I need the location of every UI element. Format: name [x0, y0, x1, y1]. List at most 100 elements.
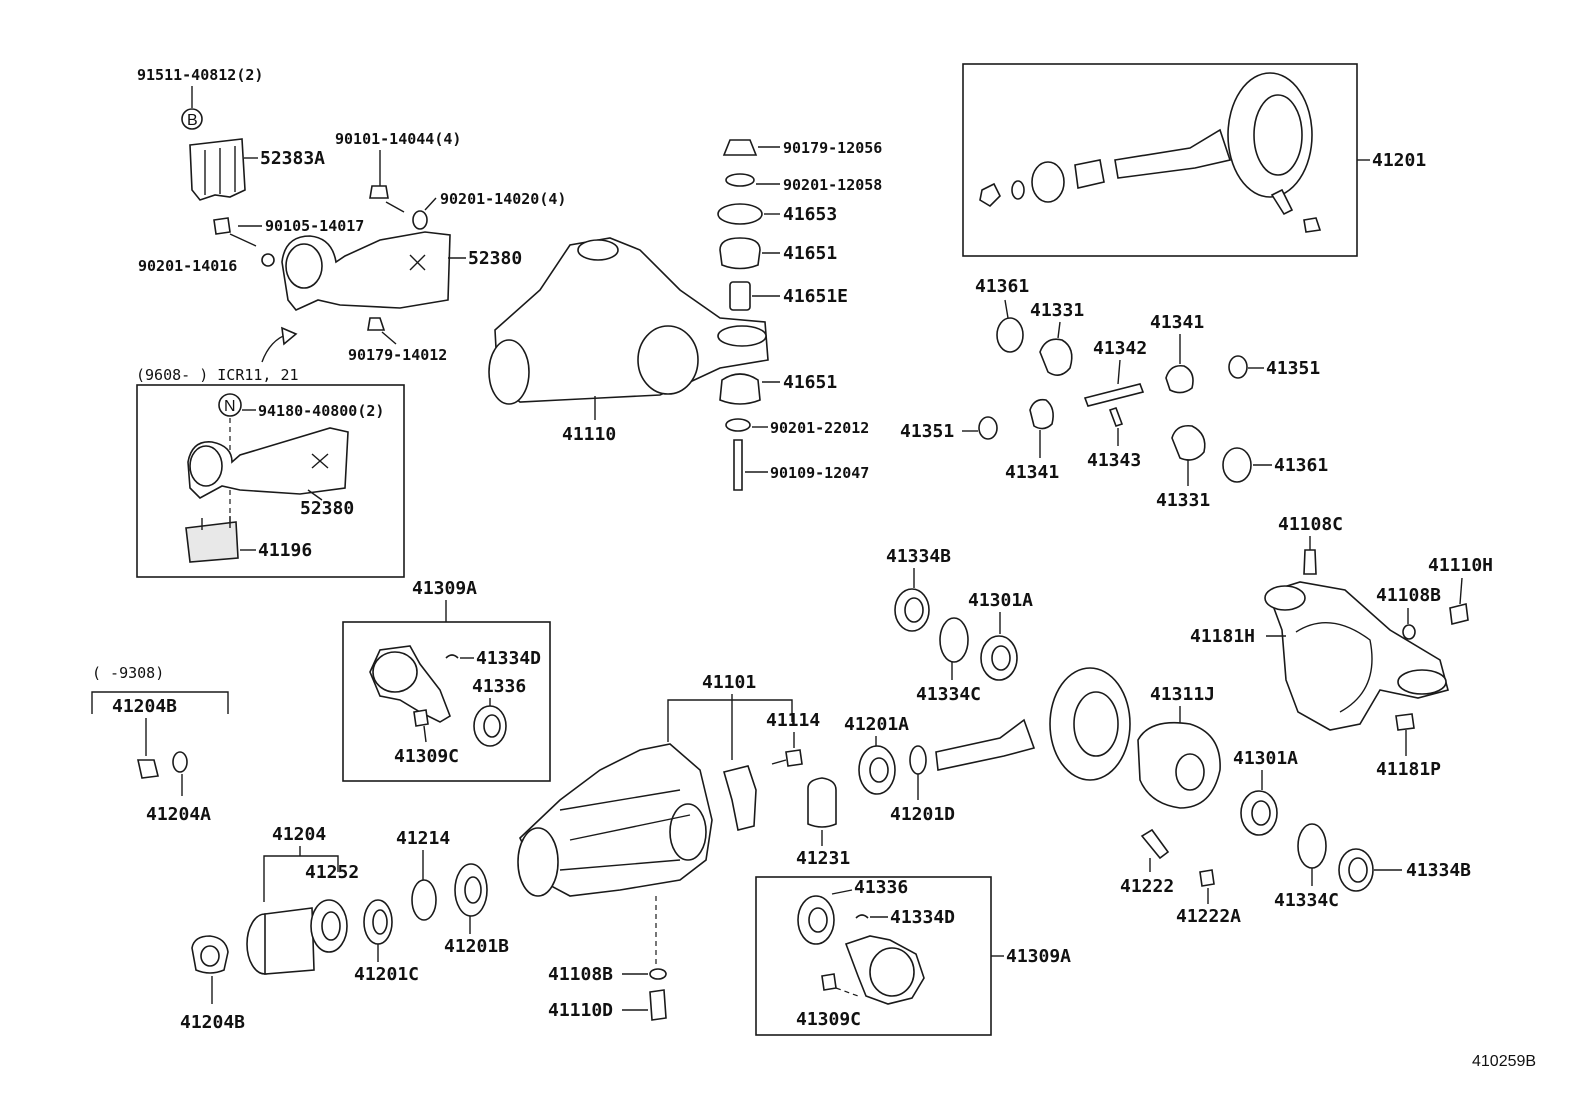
- label-41309a-bot[interactable]: 41309A: [1006, 946, 1071, 967]
- pinion-41341-b[interactable]: [1029, 398, 1054, 430]
- carrier-41101[interactable]: [519, 743, 713, 897]
- label-41201c[interactable]: 41201C: [354, 964, 419, 985]
- label-41201[interactable]: 41201: [1372, 150, 1426, 171]
- label-41331-b[interactable]: 41331: [1156, 490, 1210, 511]
- label-41108b-r[interactable]: 41108B: [1376, 585, 1441, 606]
- label-90201-12058[interactable]: 90201-12058: [783, 176, 882, 194]
- bolt-41181p[interactable]: [1395, 713, 1415, 731]
- label-41301a-bot[interactable]: 41301A: [1233, 748, 1298, 769]
- cushion-41651-top[interactable]: [719, 237, 761, 270]
- race-41334c-top[interactable]: [939, 617, 969, 663]
- bolt-90101[interactable]: [369, 185, 389, 199]
- label-90105[interactable]: 90105-14017: [265, 217, 364, 235]
- clip-41334d-bot[interactable]: [855, 914, 869, 919]
- bolt-90109[interactable]: [733, 439, 743, 491]
- label-41331-a[interactable]: 41331: [1030, 300, 1084, 321]
- label-41108b-bot[interactable]: 41108B: [548, 964, 613, 985]
- plug-41110h[interactable]: [1449, 603, 1469, 625]
- side-gear-41331-b[interactable]: [1171, 424, 1206, 461]
- label-41651-top[interactable]: 41651: [783, 243, 837, 264]
- washer-90201-22012[interactable]: [725, 418, 751, 432]
- sleeve-41651e[interactable]: [729, 281, 751, 311]
- label-52380-box[interactable]: 52380: [300, 498, 354, 519]
- label-90201-14016[interactable]: 90201-14016: [138, 257, 237, 275]
- label-41351-l[interactable]: 41351: [900, 421, 954, 442]
- pinion-41341-a[interactable]: [1165, 364, 1194, 394]
- spacer-41231[interactable]: [807, 777, 837, 828]
- label-41201b[interactable]: 41201B: [444, 936, 509, 957]
- label-94180[interactable]: 94180-40800(2): [258, 402, 384, 420]
- label-41301a-top[interactable]: 41301A: [968, 590, 1033, 611]
- washer-41201d[interactable]: [909, 745, 927, 775]
- bolt-41309c-bot[interactable]: [821, 973, 837, 991]
- label-41110[interactable]: 41110: [562, 424, 616, 445]
- label-41201d[interactable]: 41201D: [890, 804, 955, 825]
- label-41309c-bot[interactable]: 41309C: [796, 1009, 861, 1030]
- label-41204[interactable]: 41204: [272, 824, 326, 845]
- label-41214[interactable]: 41214: [396, 828, 450, 849]
- label-41653[interactable]: 41653: [783, 204, 837, 225]
- label-41252[interactable]: 41252: [305, 862, 359, 883]
- washer-90201-14016[interactable]: [261, 253, 275, 267]
- label-41101[interactable]: 41101: [702, 672, 756, 693]
- label-41181p[interactable]: 41181P: [1376, 759, 1441, 780]
- label-41309a-top[interactable]: 41309A: [412, 578, 477, 599]
- nut-41204b-top[interactable]: [137, 759, 159, 779]
- cover-41181h[interactable]: [1266, 581, 1449, 731]
- washer-90201-12058[interactable]: [725, 173, 755, 187]
- label-41334c-bot[interactable]: 41334C: [1274, 890, 1339, 911]
- pin-41222a[interactable]: [1199, 869, 1215, 887]
- label-41334d-top[interactable]: 41334D: [476, 648, 541, 669]
- washer-41361-a[interactable]: [996, 317, 1024, 353]
- label-41334b-bot[interactable]: 41334B: [1406, 860, 1471, 881]
- bolt-41309c-top[interactable]: [413, 709, 429, 727]
- label-41222[interactable]: 41222: [1120, 876, 1174, 897]
- race-41334c-bot[interactable]: [1297, 823, 1327, 869]
- washer-90201-14020[interactable]: [412, 210, 428, 230]
- bearing-cap-41101[interactable]: [723, 765, 757, 831]
- gasket-41108b-r[interactable]: [1402, 624, 1416, 640]
- washer-41351-l[interactable]: [978, 416, 998, 440]
- label-41334c-top[interactable]: 41334C: [916, 684, 981, 705]
- label-41309c-top[interactable]: 41309C: [394, 746, 459, 767]
- bracket-52380[interactable]: [281, 231, 451, 311]
- plug-41108c[interactable]: [1303, 549, 1317, 575]
- label-41351-r[interactable]: 41351: [1266, 358, 1320, 379]
- label-41334b-top[interactable]: 41334B: [886, 546, 951, 567]
- bolt-90105[interactable]: [213, 217, 231, 235]
- plug-41110d[interactable]: [649, 989, 667, 1021]
- nut-90179-14012[interactable]: [367, 317, 386, 331]
- label-90179-12056[interactable]: 90179-12056: [783, 139, 882, 157]
- washer-41361-b[interactable]: [1222, 447, 1252, 483]
- label-41361-a[interactable]: 41361: [975, 276, 1029, 297]
- label-90101[interactable]: 90101-14044(4): [335, 130, 461, 148]
- mount-41196[interactable]: [185, 521, 239, 563]
- label-90109[interactable]: 90109-12047: [770, 464, 869, 482]
- label-41204b-top[interactable]: 41204B: [112, 696, 177, 717]
- label-91511[interactable]: 91511-40812(2): [137, 66, 263, 84]
- label-41231[interactable]: 41231: [796, 848, 850, 869]
- side-gear-41331-a[interactable]: [1039, 338, 1073, 376]
- label-41341-b[interactable]: 41341: [1005, 462, 1059, 483]
- label-41361-b[interactable]: 41361: [1274, 455, 1328, 476]
- label-41110h[interactable]: 41110H: [1428, 555, 1493, 576]
- label-41222a[interactable]: 41222A: [1176, 906, 1241, 927]
- washer-41204a[interactable]: [172, 751, 188, 773]
- pin-41343[interactable]: [1108, 406, 1124, 428]
- cushion-41651-bottom[interactable]: [719, 373, 761, 405]
- label-41336-bot[interactable]: 41336: [854, 877, 908, 898]
- bolt-41222[interactable]: [1140, 828, 1170, 860]
- label-41343[interactable]: 41343: [1087, 450, 1141, 471]
- label-41651-bottom[interactable]: 41651: [783, 372, 837, 393]
- bracket-52380-variant[interactable]: [187, 427, 349, 499]
- label-41311j[interactable]: 41311J: [1150, 684, 1215, 705]
- plate-41653[interactable]: [717, 203, 763, 225]
- label-41108c[interactable]: 41108C: [1278, 514, 1343, 535]
- spacer-41214[interactable]: [411, 879, 437, 921]
- label-41114[interactable]: 41114: [766, 710, 820, 731]
- gasket-41108b-bot[interactable]: [649, 968, 667, 980]
- label-41201a[interactable]: 41201A: [844, 714, 909, 735]
- label-52380-top[interactable]: 52380: [468, 248, 522, 269]
- label-90179-14012[interactable]: 90179-14012: [348, 346, 447, 364]
- label-41342[interactable]: 41342: [1093, 338, 1147, 359]
